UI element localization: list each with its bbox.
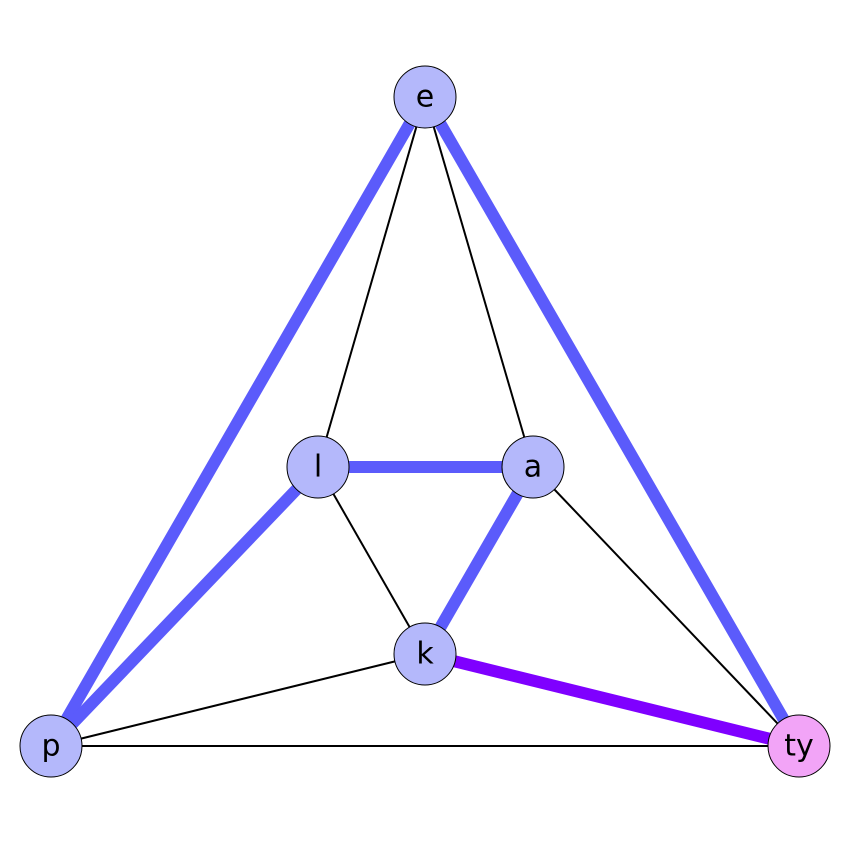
node-label-p: p — [41, 729, 60, 764]
node-circle-a — [501, 435, 565, 499]
edge-e-a — [424, 96, 534, 468]
edge-l-k — [317, 466, 426, 655]
node-label-l: l — [314, 450, 322, 485]
node-circle-l — [286, 435, 350, 499]
node-label-e: e — [416, 80, 434, 115]
node-p: p — [19, 714, 83, 778]
edge-a-ty — [532, 466, 800, 747]
node-circle-p — [19, 714, 83, 778]
edge-e-l — [317, 96, 426, 468]
edge-a-k — [419, 463, 539, 658]
edge-p-k — [50, 653, 426, 747]
edge-k-ty — [423, 648, 801, 752]
edge-e-p — [45, 94, 431, 749]
nodes-layer: e l a k p ty — [19, 65, 831, 778]
node-ty: ty — [767, 714, 831, 778]
node-circle-ty — [767, 714, 831, 778]
node-circle-e — [393, 65, 457, 129]
node-l: l — [286, 435, 350, 499]
node-label-a: a — [524, 450, 542, 485]
node-k: k — [393, 622, 457, 686]
node-a: a — [501, 435, 565, 499]
edge-e-ty — [419, 94, 805, 749]
edge-l-p — [46, 462, 323, 751]
node-label-ty: ty — [784, 729, 814, 764]
edges-layer — [45, 94, 805, 752]
node-e: e — [393, 65, 457, 129]
node-label-k: k — [416, 637, 434, 672]
node-circle-k — [393, 622, 457, 686]
